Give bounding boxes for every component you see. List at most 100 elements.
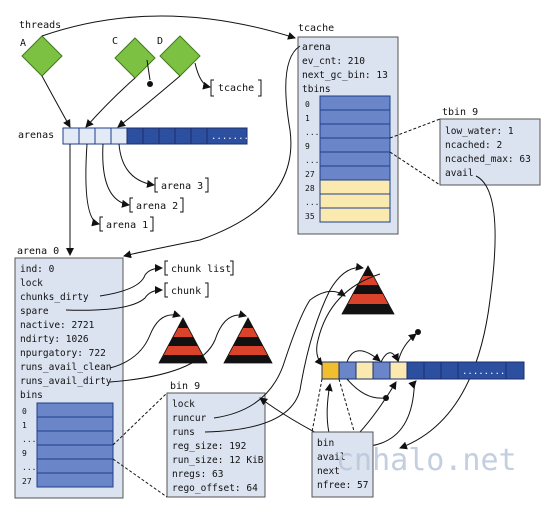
arena-slot[interactable] xyxy=(110,127,128,145)
bin-index: 0 xyxy=(22,407,27,416)
run-region[interactable] xyxy=(389,361,408,380)
arena-slot[interactable] xyxy=(174,127,192,145)
run-header-struct: bin avail next nfree: 57 xyxy=(311,431,374,498)
tbin-field-ncached-max: ncached_max: 63 xyxy=(445,154,531,165)
arenas-array: ........ xyxy=(62,127,254,145)
tbin-9-title: tbin 9 xyxy=(442,107,478,118)
arena-slot[interactable] xyxy=(126,127,144,145)
arena-slot[interactable] xyxy=(62,127,80,145)
null-pointer-dot xyxy=(415,329,421,335)
slot-arena-1-link xyxy=(85,143,100,227)
arena-field-npurgatory: npurgatory: 722 xyxy=(20,348,106,359)
tbin-index: ... xyxy=(305,156,319,165)
ref-chunk-list-label: chunk list xyxy=(171,264,231,275)
runs-avail-dirty-link xyxy=(109,310,247,383)
ref-chunk-list: chunk list xyxy=(164,260,234,276)
bin-expand-top xyxy=(112,392,168,446)
thread-d-label: D xyxy=(157,36,163,47)
thread-d-tcache-link xyxy=(194,62,211,90)
tbin-index: 27 xyxy=(305,170,315,179)
ref-chunk-label: chunk xyxy=(171,286,201,297)
thread-c-label: C xyxy=(112,36,118,47)
tcache-arena-link xyxy=(123,45,301,259)
run-field-bin: bin xyxy=(317,438,334,449)
bin-index: ... xyxy=(22,463,36,472)
arena-slot[interactable] xyxy=(158,127,176,145)
thread-d[interactable]: D xyxy=(157,35,201,77)
arena-slot[interactable] xyxy=(78,127,96,145)
tcache-field-arena: arena xyxy=(302,42,331,53)
ref-tcache: tcache xyxy=(210,79,262,97)
tbin-index: 28 xyxy=(305,184,315,193)
ref-tcache-label: tcache xyxy=(218,83,254,94)
run-avail-link xyxy=(369,380,417,447)
tbin-index: 0 xyxy=(305,100,310,109)
bin-index: 27 xyxy=(22,477,32,486)
chunks-dirty-link xyxy=(99,264,163,297)
run-region[interactable] xyxy=(338,361,357,380)
tcache-title: tcache xyxy=(298,23,334,34)
arena-slot[interactable] xyxy=(190,127,208,145)
arenas-label: arenas xyxy=(18,130,54,141)
arena-field-spare: spare xyxy=(20,306,49,317)
tcache-field-ev-cnt: ev_cnt: 210 xyxy=(302,56,365,67)
tbin-avail-link xyxy=(399,175,496,450)
run-field-nfree: nfree: 57 xyxy=(317,480,368,491)
bin-index: 1 xyxy=(22,421,27,430)
run-region[interactable] xyxy=(372,361,391,380)
ref-arena-3: arena 3 xyxy=(154,177,209,193)
thread-a-link xyxy=(41,75,71,128)
threads-label: threads xyxy=(19,20,61,31)
tbin-9-struct: tbin 9 low_water: 1 ncached: 2 ncached_m… xyxy=(439,107,541,186)
slot-arena-3-link xyxy=(118,143,155,188)
null-pointer-dot xyxy=(147,81,153,87)
tbin-index: 1 xyxy=(305,114,310,123)
run-region[interactable] xyxy=(505,361,525,380)
bin-9-title: bin 9 xyxy=(170,381,200,392)
arena-field-chunks-dirty: chunks_dirty xyxy=(20,292,89,303)
ref-arena-3-label: arena 3 xyxy=(161,181,203,192)
run-region[interactable] xyxy=(406,361,425,380)
bin-index: ... xyxy=(22,435,36,444)
runs-avail-clean-tree xyxy=(158,317,208,364)
bin-index: 9 xyxy=(22,449,27,458)
tbin-field-ncached: ncached: 2 xyxy=(445,140,502,151)
tbin-field-avail: avail xyxy=(445,168,474,179)
arena-field-runs-avail-dirty: runs_avail_dirty xyxy=(20,376,112,387)
run-ellipsis: ........ xyxy=(462,367,505,377)
free-link xyxy=(397,333,417,363)
thread-a-label: A xyxy=(20,38,26,49)
ref-arena-2-label: arena 2 xyxy=(136,201,178,212)
arena-0-title: arena 0 xyxy=(17,246,59,257)
tbin-index: 9 xyxy=(305,142,310,151)
arena-slot[interactable] xyxy=(94,127,112,145)
tbin-index: 35 xyxy=(305,212,315,221)
bin-field-runcur: runcur xyxy=(172,413,207,424)
bin-9-struct: bin 9 lock runcur runs reg_size: 192 run… xyxy=(166,381,266,498)
arena-slot[interactable] xyxy=(142,127,160,145)
tbin-expand-top xyxy=(389,118,441,139)
arena-field-ndirty: ndirty: 1026 xyxy=(20,334,89,345)
thread-a[interactable]: A xyxy=(20,35,63,77)
slot-arena-2-link xyxy=(102,143,130,208)
runs-avail-clean-link xyxy=(109,310,181,369)
arena-field-runs-avail-clean: runs_avail_clean xyxy=(20,362,112,373)
bin-field-run-size: run_size: 12 KiB xyxy=(172,455,264,466)
thread-a-tcache-link xyxy=(41,15,296,40)
ref-arena-1: arena 1 xyxy=(99,216,154,232)
thread-c-link xyxy=(85,77,136,128)
run-field-avail: avail xyxy=(317,452,346,463)
thread-d-link xyxy=(117,75,181,128)
arena-field-lock: lock xyxy=(20,278,43,289)
run-region[interactable] xyxy=(423,361,442,380)
tcache-field-tbins: tbins xyxy=(302,84,331,95)
arena-slot-ellipsis xyxy=(206,127,248,145)
run-region[interactable] xyxy=(440,361,459,380)
run-region[interactable] xyxy=(355,361,374,380)
run-expand-left xyxy=(311,378,323,433)
free-link xyxy=(346,350,381,363)
bin-field-nregs: nregs: 63 xyxy=(172,469,223,480)
runs-avail-dirty-tree xyxy=(223,317,273,364)
run-header-slot[interactable] xyxy=(321,361,340,380)
